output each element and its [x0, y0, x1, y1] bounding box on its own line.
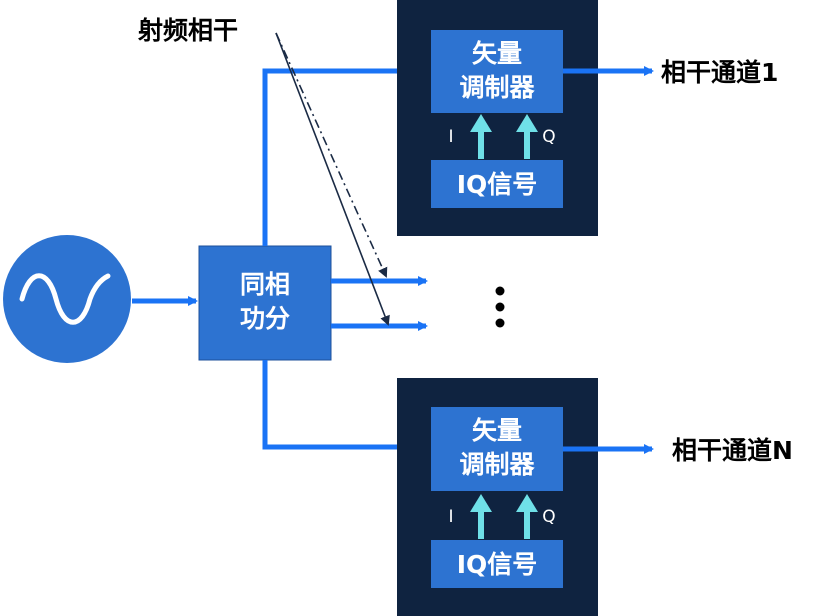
modulator-n-label-line2: 调制器: [459, 450, 535, 479]
splitter-label-line1: 同相: [240, 270, 290, 299]
sine-wave-icon: [19, 273, 111, 325]
modulator-label-line1: 矢量: [472, 39, 522, 68]
splitter-to-channel1-wire: [262, 66, 428, 246]
iq-signal-n-label: IQ信号: [457, 550, 538, 579]
ellipsis-dots: [495, 286, 505, 328]
iq-signal-label: IQ信号: [457, 170, 538, 199]
power-splitter: 同相 功分: [198, 245, 332, 361]
channel-n-label: 相干通道N: [672, 436, 793, 465]
splitter-label-line2: 功分: [240, 304, 290, 333]
channel-1-label: 相干通道1: [661, 58, 778, 87]
i-arrowhead: [470, 114, 492, 132]
rf-coherent-label: 射频相干: [137, 16, 238, 45]
channel-1-module: 矢量 调制器 IQ信号 I Q: [397, 0, 598, 236]
q-arrowhead: [516, 114, 538, 132]
signal-source: [3, 235, 131, 363]
i-arrowhead-n: [470, 494, 492, 512]
channel-n-module: 矢量 调制器 IQ信号 I Q: [397, 378, 598, 616]
q-label: Q: [542, 127, 555, 147]
modulator-label-line2: 调制器: [459, 73, 535, 102]
rf-coherent-pointer-2: [275, 32, 390, 326]
q-label-n: Q: [542, 507, 555, 527]
modulator-n-label-line1: 矢量: [472, 416, 522, 445]
rf-coherent-pointer-1: [275, 32, 388, 278]
i-label-n: I: [448, 507, 453, 527]
i-label: I: [448, 127, 453, 147]
q-arrowhead-n: [516, 494, 538, 512]
splitter-to-channeln-wire: [262, 360, 428, 452]
